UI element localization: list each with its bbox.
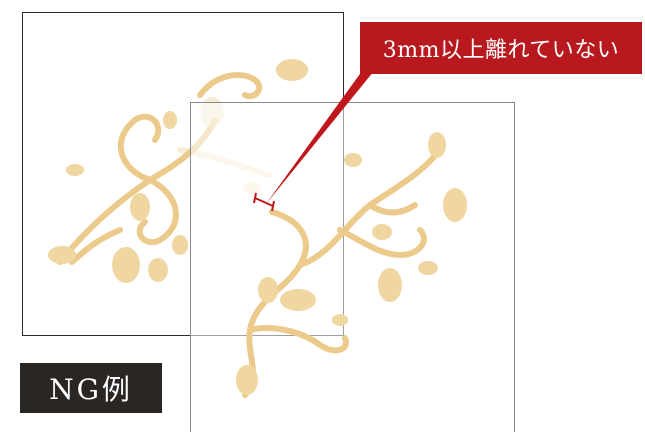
floral-ornament-canvas-front	[236, 60, 467, 398]
ng-example-text: NG例	[49, 373, 133, 406]
gap-measure-icon	[253, 192, 275, 212]
callout-pointer	[266, 60, 378, 204]
floral-ornament-right	[236, 132, 467, 398]
callout-warning: 3mm以上離れていない	[360, 22, 642, 74]
callout-text: 3mm以上離れていない	[382, 38, 620, 63]
ng-example-badge: NG例	[20, 363, 162, 413]
